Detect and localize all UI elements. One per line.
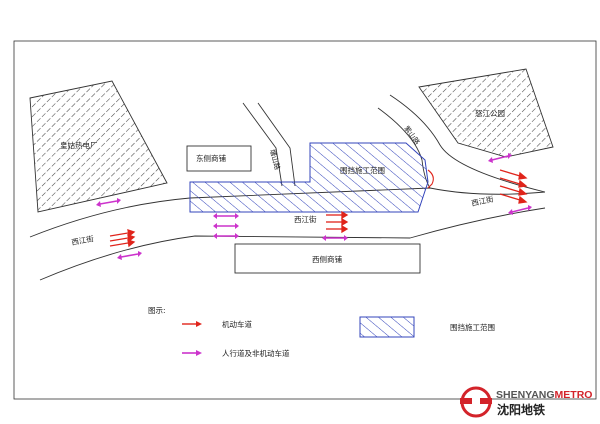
vehicle-arrow-head <box>127 229 136 238</box>
pedestrian-arrow <box>491 155 509 161</box>
vehicle-arrow-head <box>518 195 528 204</box>
map-frame <box>13 40 597 400</box>
legend-title: 图示: <box>148 306 166 315</box>
metro-logo-text-en: SHENYANGMETRO <box>496 389 592 401</box>
vehicle-arrow <box>109 232 129 237</box>
tangshan-road-east-edge <box>257 102 296 187</box>
legend-pedestrian-label: 人行道及非机动车道 <box>222 348 290 358</box>
legend-construction-swatch <box>359 316 415 338</box>
tangshan-road-west-edge <box>242 102 283 187</box>
nujiang-park-label: 怒江公园 <box>475 108 505 118</box>
vehicle-arrow <box>499 169 521 177</box>
vehicle-arrow-head <box>127 239 136 248</box>
pedestrian-arrows <box>99 155 529 258</box>
pedestrian-arrow-head <box>96 201 101 207</box>
vehicle-arrow <box>499 193 521 201</box>
pedestrian-arrow-head <box>235 213 239 219</box>
vehicle-arrow-head <box>341 210 349 220</box>
vehicle-arrow-head <box>341 217 349 227</box>
nujiang-park-block <box>418 68 554 158</box>
legend-vehicle-label: 机动车道 <box>222 319 252 329</box>
vehicle-arrow-head <box>518 179 528 188</box>
pedestrian-arrow-head <box>528 205 532 211</box>
metro-logo-gap <box>472 390 480 414</box>
vehicle-arrow <box>499 177 521 185</box>
qianshan-road-east-edge <box>389 94 546 193</box>
xijiang-street-center-label: 西江街 <box>294 214 317 224</box>
construction-zone <box>189 142 429 213</box>
pedestrian-arrow-head <box>213 213 217 219</box>
vehicle-arrow-head <box>127 234 136 243</box>
vehicle-arrow-head <box>341 224 349 234</box>
xijiang-street-west-label: 西江街 <box>71 233 95 247</box>
pedestrian-arrow-head <box>117 198 121 204</box>
west-shops-building <box>234 243 421 274</box>
legend-pedestrian-swatch-head <box>196 350 202 356</box>
vehicle-arrow-head <box>518 171 528 180</box>
tangshan-road-label: 塘山路 <box>268 148 282 171</box>
power-plant-block <box>29 80 168 213</box>
vehicle-arrow-group-east <box>499 169 528 204</box>
pedestrian-arrow-head <box>213 233 217 239</box>
pedestrian-arrow-head <box>213 223 217 229</box>
east-shops-label: 东侧商铺 <box>196 153 226 163</box>
vehicle-arrow-group-west <box>109 229 136 248</box>
vehicle-arrow <box>499 185 521 193</box>
xijiang-street-east-label: 西江街 <box>470 193 495 208</box>
pedestrian-arrow-head <box>235 223 239 229</box>
legend-vehicle-swatch-head <box>196 321 202 327</box>
east-shops-building <box>186 145 252 172</box>
power-plant-label: 皇姑热电厂 <box>60 140 98 150</box>
pedestrian-arrow-heads <box>96 153 532 260</box>
pedestrian-arrow-head <box>235 233 239 239</box>
zone-label: 围挡施工范围 <box>340 165 385 175</box>
pedestrian-arrow <box>99 200 118 205</box>
vehicle-arrow-head <box>518 187 528 196</box>
pedestrian-arrow-head <box>138 251 142 257</box>
pedestrian-arrow-head <box>117 254 122 260</box>
pedestrian-arrow-head <box>508 153 512 159</box>
pedestrian-arrow <box>511 207 529 213</box>
zone-turn-arrow <box>427 169 434 189</box>
vehicle-arrow <box>109 237 129 242</box>
pedestrian-arrow-head <box>488 157 493 163</box>
legend-construction-label: 围挡施工范围 <box>450 322 495 332</box>
legend: 图示: 机动车道 人行道及非机动车道 围挡施工范围 <box>148 306 495 358</box>
vehicle-arrow-group-center <box>326 210 349 234</box>
west-shops-label: 西侧商铺 <box>312 254 342 264</box>
shenyang-metro-logo: SHENYANGMETRO 沈阳地铁 <box>460 386 592 418</box>
pedestrian-arrow-head <box>344 235 348 241</box>
metro-logo-text-cn: 沈阳地铁 <box>497 402 545 417</box>
vehicle-arrow <box>109 242 129 247</box>
pedestrian-arrow-head <box>322 235 326 241</box>
pedestrian-arrow <box>120 253 139 258</box>
xijiang-street-south-edge <box>39 207 546 281</box>
pedestrian-arrow-head <box>508 209 513 215</box>
